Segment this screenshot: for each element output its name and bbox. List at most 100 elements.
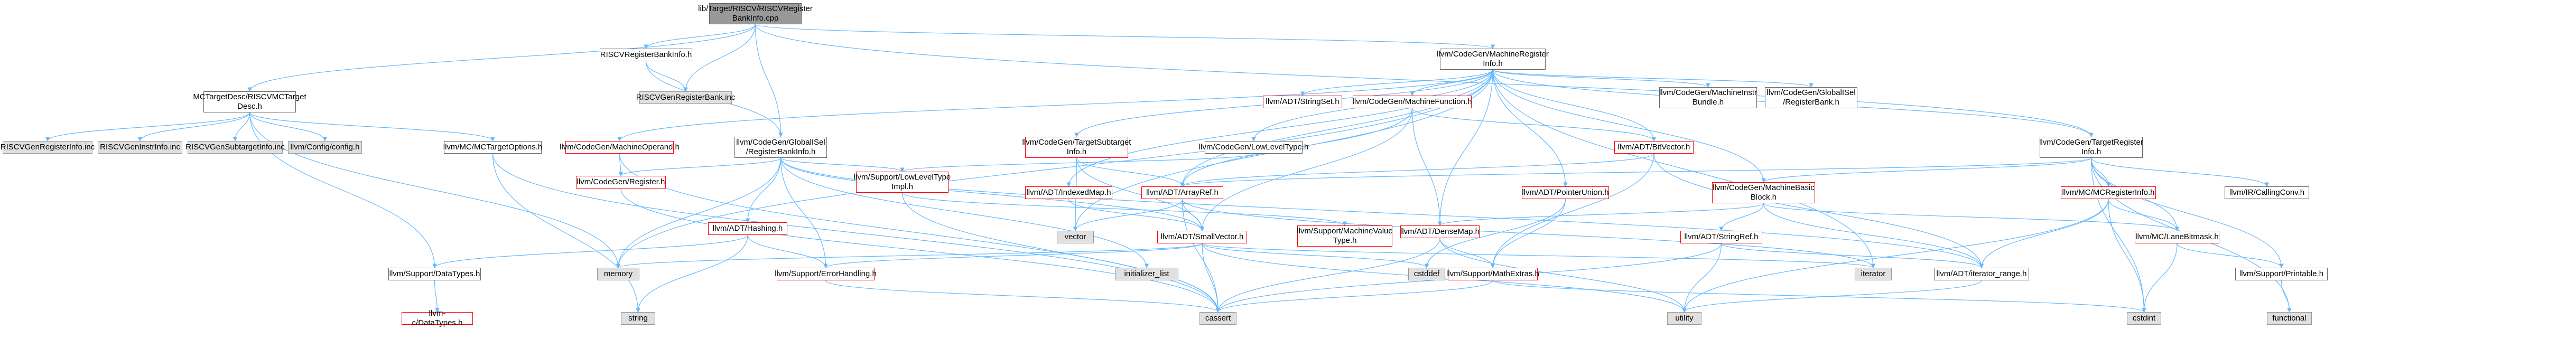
node-machine-register-info[interactable]: llvm/CodeGen/MachineRegister Info.h	[1437, 49, 1549, 70]
node-machine-value-type[interactable]: llvm/Support/MachineValue Type.h	[1297, 225, 1393, 247]
dependency-edge	[249, 112, 328, 142]
dependency-edge	[1199, 108, 1413, 231]
node-arrayref[interactable]: llvm/ADT/ArrayRef.h	[1141, 186, 1223, 199]
node-riscv-instrinfo-inc[interactable]: RISCVGenInstrInfo.inc	[98, 141, 182, 154]
dependency-edge	[1073, 199, 1183, 231]
node-riscv-subtarget-inc[interactable]: RISCVGenSubtargetInfo.inc	[185, 141, 285, 154]
dependency-edge	[616, 157, 782, 268]
node-densemap[interactable]: llvm/ADT/DenseMap.h	[1400, 225, 1480, 238]
node-datatypes-h[interactable]: llvm/Support/DataTypes.h	[388, 268, 481, 280]
dependency-edge	[780, 157, 1984, 268]
dependency-edge	[2090, 157, 2270, 187]
node-functional[interactable]: functional	[2267, 312, 2312, 325]
dependency-edge	[1202, 243, 1875, 268]
node-c-datatypes[interactable]: llvm-c/DataTypes.h	[402, 309, 473, 327]
dependency-edge	[1492, 69, 1766, 183]
node-calling-conv[interactable]: llvm/IR/CallingConv.h	[2225, 186, 2309, 199]
node-target-subtarget-info[interactable]: llvm/CodeGen/TargetSubtarget Info.h	[1022, 137, 1131, 158]
dependency-edge	[1492, 69, 1568, 187]
dependency-edge	[1066, 69, 1493, 187]
dependency-edge	[616, 243, 1203, 268]
node-cstdint[interactable]: cstdint	[2127, 312, 2161, 325]
node-machine-operand[interactable]: llvm/CodeGen/MachineOperand.h	[560, 141, 680, 154]
node-globalisel-regbank[interactable]: llvm/CodeGen/GlobalISel /RegisterBank.h	[1765, 87, 1857, 108]
node-hashing[interactable]: llvm/ADT/Hashing.h	[708, 222, 787, 235]
dependency-edge	[1682, 280, 1982, 313]
node-cstddef[interactable]: cstddef	[1408, 268, 1445, 280]
dependency-edge	[1490, 153, 1654, 268]
node-bitvector[interactable]: llvm/ADT/BitVector.h	[1614, 141, 1694, 154]
dependency-edge	[1761, 157, 2092, 183]
node-smallvector[interactable]: llvm/ADT/SmallVector.h	[1157, 231, 1247, 243]
dependency-edge	[780, 157, 1149, 268]
dependency-edge	[780, 157, 1205, 231]
root-file-node: lib/Target/RISCV/RISCVRegister BankInfo.…	[698, 3, 813, 24]
dependency-edge	[618, 157, 782, 176]
dependency-edge	[620, 188, 1221, 313]
node-lowlevel-type-impl[interactable]: llvm/Support/LowLevelType Impl.h	[854, 172, 951, 193]
node-lowleveltype[interactable]: llvm/CodeGen/LowLevelType.h	[1199, 141, 1308, 154]
dependency-edge	[1424, 199, 1566, 268]
node-math-extras[interactable]: llvm/Support/MathExtras.h	[1446, 268, 1539, 280]
node-indexedmap[interactable]: llvm/ADT/IndexedMap.h	[1025, 186, 1112, 199]
node-stringset[interactable]: llvm/ADT/StringSet.h	[1263, 96, 1342, 108]
dependency-edge	[617, 69, 1493, 142]
node-vector[interactable]: vector	[1057, 231, 1094, 243]
dependency-edge	[2142, 243, 2178, 313]
dependency-edge	[492, 153, 640, 313]
dependency-edge	[137, 112, 250, 142]
node-stringref[interactable]: llvm/ADT/StringRef.h	[1680, 231, 1762, 243]
dependency-edge	[747, 234, 828, 268]
dependency-edge	[1180, 153, 1654, 187]
node-globalisel-regbankinfo[interactable]: llvm/CodeGen/GlobalISel /RegisterBankInf…	[734, 137, 827, 158]
dependency-edge	[1437, 69, 1493, 226]
dependency-edge	[1719, 203, 1764, 231]
node-machine-function[interactable]: llvm/CodeGen/MachineFunction.h	[1353, 96, 1472, 108]
dependency-edge	[2090, 157, 2284, 268]
node-utility[interactable]: utility	[1667, 312, 1701, 325]
node-config-h[interactable]: llvm/Config/config.h	[288, 141, 362, 154]
node-riscv-regbank-inc[interactable]: RISCVGenRegisterBank.inc	[636, 91, 735, 104]
dependency-edge	[2090, 157, 2146, 313]
dependency-edge	[1492, 280, 2146, 313]
node-iterator[interactable]: iterator	[1855, 268, 1892, 280]
dependency-edge	[492, 153, 1221, 313]
dependency-edge	[636, 234, 748, 313]
dependency-edge	[644, 24, 756, 49]
dependency-edge	[1068, 199, 1205, 231]
dependency-edge	[1490, 199, 1566, 268]
dependency-edge	[249, 112, 495, 142]
node-initializer-list[interactable]: initializer_list	[1115, 268, 1178, 280]
node-mc-target-desc[interactable]: MCTargetDesc/RISCVMCTarget Desc.h	[193, 91, 306, 112]
dependency-edge	[1439, 238, 1495, 268]
node-machine-instr-bundle[interactable]: llvm/CodeGen/MachineInstr Bundle.h	[1659, 87, 1757, 108]
dependency-edge	[1438, 203, 1764, 226]
node-cassert[interactable]: cassert	[1199, 312, 1236, 325]
node-riscv-regbank-h[interactable]: RISCVRegisterBankInfo.h	[600, 49, 692, 61]
node-riscv-reginfo-inc[interactable]: RISCVGenRegisterInfo.inc	[1, 141, 95, 154]
node-printable[interactable]: llvm/Support/Printable.h	[2235, 268, 2328, 280]
node-pointerunion[interactable]: llvm/ADT/PointerUnion.h	[1522, 186, 1609, 199]
dependency-edge	[1182, 199, 1221, 313]
dependency-edge	[1763, 203, 2179, 231]
dependency-edge	[249, 112, 621, 268]
dependency-edge	[1215, 280, 1493, 313]
node-error-handling[interactable]: llvm/Support/ErrorHandling.h	[775, 268, 877, 280]
dependency-edge	[901, 192, 1347, 226]
dependency-edge	[645, 61, 688, 92]
node-machine-basic-block[interactable]: llvm/CodeGen/MachineBasic Block.h	[1712, 182, 1815, 203]
node-lanebitmask[interactable]: llvm/MC/LaneBitmask.h	[2135, 231, 2219, 243]
node-string[interactable]: string	[621, 312, 655, 325]
dependency-edge	[780, 157, 828, 268]
dependency-edge	[683, 24, 756, 92]
node-mc-register-info[interactable]: llvm/MC/MCRegisterInfo.h	[2061, 186, 2156, 199]
node-mc-target-options[interactable]: llvm/MC/MCTargetOptions.h	[443, 141, 542, 154]
dependency-edge	[1979, 199, 2109, 268]
node-register-h[interactable]: llvm/CodeGen/Register.h	[576, 176, 666, 189]
dependency-edge	[2281, 280, 2292, 313]
dependency-edge	[780, 157, 905, 172]
node-target-register-info[interactable]: llvm/CodeGen/TargetRegister Info.h	[2039, 137, 2143, 158]
node-memory[interactable]: memory	[597, 268, 639, 280]
node-iterator-range[interactable]: llvm/ADT/iterator_range.h	[1934, 268, 2029, 280]
